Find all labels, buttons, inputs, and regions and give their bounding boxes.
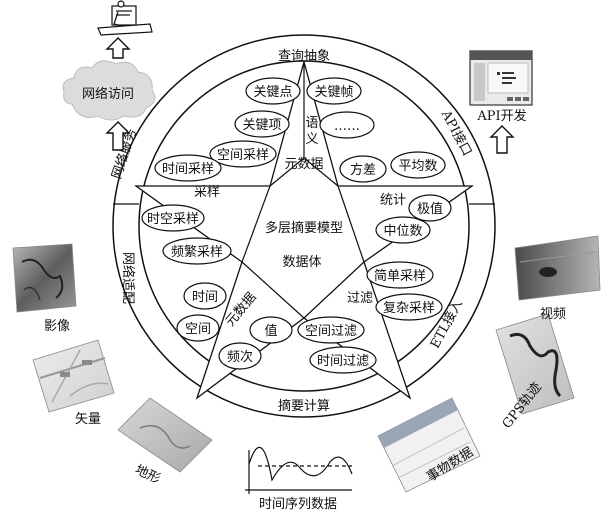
inner-star-lines [241, 62, 365, 319]
svg-text:值: 值 [264, 323, 277, 339]
svg-text:极值: 极值 [417, 201, 443, 217]
api-dev-label: API开发 [476, 108, 526, 124]
timeseries-label: 时间序列数据 [259, 497, 337, 512]
core-model-label: 多层摘要模型 [265, 220, 343, 236]
svg-text:简单采样: 简单采样 [374, 268, 426, 284]
sampling-label: 采样 [194, 185, 220, 200]
vector-thumbnail [32, 339, 115, 413]
node-extremum: 极值 [408, 194, 452, 222]
cloud-icon: 网络访问 [62, 60, 156, 121]
node-spatiotemporal-sampling: 时空采样 [141, 204, 205, 232]
statistics-label: 统计 [380, 193, 406, 208]
svg-text:频繁采样: 频繁采样 [171, 244, 223, 260]
svg-text:中位数: 中位数 [383, 224, 422, 239]
terrain-thumbnail [117, 397, 213, 473]
node-time: 时间 [183, 282, 227, 310]
node-temporal-sampling: 时间采样 [154, 154, 222, 182]
datavolume-label: 数据体 [282, 255, 321, 270]
svg-text:方差: 方差 [350, 162, 376, 178]
node-space: 空间 [176, 314, 220, 342]
node-keyitem: 关键项 [234, 110, 290, 138]
filter-label: 过滤 [347, 291, 373, 306]
node-keyframe: 关键帧 [306, 77, 362, 105]
svg-text:关键帧: 关键帧 [314, 85, 353, 100]
node-frequency: 频次 [218, 342, 262, 370]
svg-text:关键项: 关键项 [242, 118, 281, 133]
node-variance: 方差 [339, 155, 387, 183]
gps-thumbnail [495, 313, 575, 415]
video-thumbnail [514, 235, 601, 301]
up-arrow-icon-top [105, 37, 131, 59]
ring-left-bottom-label: 网络适配 [120, 252, 136, 304]
svg-text:空间: 空间 [185, 322, 211, 337]
svg-text:时空采样: 时空采样 [147, 212, 199, 227]
svg-text:复杂采样: 复杂采样 [383, 301, 435, 316]
imagery-label: 影像 [44, 319, 70, 334]
svg-text:……: …… [334, 119, 360, 134]
timeseries-chart-icon [245, 446, 353, 494]
ring-top-label: 查询抽象 [278, 49, 330, 64]
node-frequent-sampling: 频繁采样 [162, 237, 232, 265]
vector-label: 矢量 [75, 412, 101, 427]
node-value: 值 [249, 316, 293, 344]
video-label: 视频 [540, 307, 566, 322]
up-arrow-icon-cloud [105, 121, 131, 151]
computer-user-icon [97, 0, 153, 36]
node-ellipsis: …… [319, 111, 375, 139]
svg-text:频次: 频次 [227, 349, 253, 365]
node-spatial-sampling: 空间采样 [209, 140, 277, 168]
svg-text:关键点: 关键点 [253, 85, 292, 100]
terrain-label: 地形 [133, 463, 163, 488]
network-access-label: 网络访问 [82, 86, 134, 102]
things-table-thumbnail [377, 397, 481, 493]
ring-bottom-label: 摘要计算 [278, 398, 330, 414]
up-arrow-icon-api [489, 125, 515, 154]
svg-text:平均数: 平均数 [398, 159, 437, 174]
svg-text:时间采样: 时间采样 [162, 162, 214, 177]
node-complex-sampling: 复杂采样 [375, 293, 443, 321]
node-keypoint: 关键点 [245, 77, 301, 105]
semantics-label-1: 语 [305, 116, 318, 131]
node-simple-sampling: 简单采样 [366, 261, 434, 289]
svg-text:时间: 时间 [192, 290, 218, 305]
node-mean: 平均数 [390, 151, 446, 179]
api-window-icon [469, 50, 533, 106]
imagery-thumbnail [12, 243, 77, 313]
svg-text:空间采样: 空间采样 [217, 148, 269, 163]
node-median: 中位数 [375, 216, 431, 244]
node-temporal-filter: 时间过滤 [309, 346, 377, 374]
svg-text:时间过滤: 时间过滤 [317, 354, 369, 369]
semantics-label-2: 义 [305, 132, 318, 147]
metadata-label: 元数据 [284, 157, 323, 172]
node-spatial-filter: 空间过滤 [297, 316, 365, 344]
svg-text:空间过滤: 空间过滤 [305, 324, 357, 339]
